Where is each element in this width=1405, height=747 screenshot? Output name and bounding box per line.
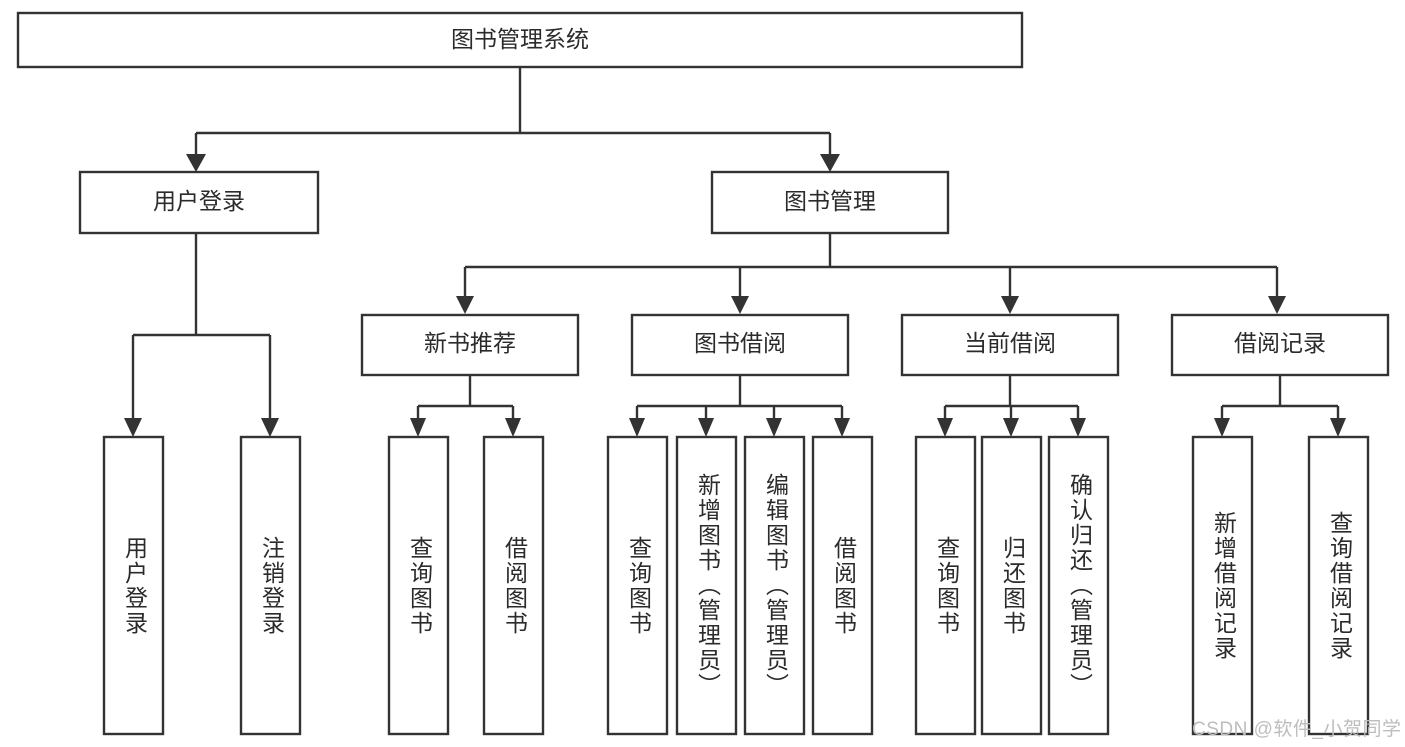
leaf-confirm-return-box[interactable] xyxy=(1047,435,1110,736)
node-book-manage[interactable]: 图书管理 xyxy=(710,170,950,235)
node-book-manage-label: 图书管理 xyxy=(784,188,876,214)
node-borrow-record[interactable]: 借阅记录 xyxy=(1170,313,1390,377)
leaf-query-book-1-box[interactable] xyxy=(387,435,450,736)
arrowhead-leaf-return-book xyxy=(1003,418,1019,437)
arrowhead-borrow-record xyxy=(1268,296,1286,314)
node-new-book-recommend-label: 新书推荐 xyxy=(424,330,516,356)
leaf-borrow-book-1-box[interactable] xyxy=(482,435,545,736)
arrowhead-leaf-query-book-2 xyxy=(629,418,645,437)
arrowhead-leaf-user-login xyxy=(124,418,142,437)
leaf-layer xyxy=(102,435,1370,736)
arrowhead-new-book-recommend xyxy=(456,296,474,314)
node-user-login[interactable]: 用户登录 xyxy=(78,170,320,235)
node-root[interactable]: 图书管理系统 xyxy=(16,11,1024,69)
node-book-manage-box[interactable] xyxy=(710,170,950,235)
leaf-query-book-3-box[interactable] xyxy=(914,435,977,736)
leaf-borrow-book-2-box[interactable] xyxy=(811,435,874,736)
leaf-return-book-box[interactable] xyxy=(980,435,1043,736)
node-book-borrow-box[interactable] xyxy=(630,313,850,377)
arrowhead-leaf-query-book-3 xyxy=(937,418,953,437)
leaf-add-book-box[interactable] xyxy=(675,435,738,736)
csdn-watermark: CSDN @软件_小贺同学 xyxy=(1192,719,1402,740)
arrowhead-leaf-borrow-book-2 xyxy=(834,418,850,437)
connector-layer xyxy=(124,67,1346,437)
node-new-book-recommend[interactable]: 新书推荐 xyxy=(360,313,580,377)
node-current-borrow-label: 当前借阅 xyxy=(964,330,1056,356)
node-new-book-recommend-box[interactable] xyxy=(360,313,580,377)
node-user-login-label: 用户登录 xyxy=(153,188,245,214)
arrowhead-leaf-query-record xyxy=(1330,418,1346,437)
arrowhead-leaf-add-record xyxy=(1214,418,1230,437)
node-current-borrow-box[interactable] xyxy=(900,313,1120,377)
arrowhead-leaf-borrow-book-1 xyxy=(505,418,521,437)
node-root-label: 图书管理系统 xyxy=(451,26,589,52)
arrowhead-leaf-user-logout xyxy=(261,418,279,437)
leaf-query-record-box[interactable] xyxy=(1307,435,1370,736)
arrowhead-leaf-query-book-1 xyxy=(410,418,426,437)
arrowhead-book-manage xyxy=(820,154,840,172)
arrowhead-leaf-add-book xyxy=(698,418,714,437)
arrowhead-leaf-edit-book xyxy=(766,418,782,437)
leaf-edit-book-box[interactable] xyxy=(743,435,806,736)
node-current-borrow[interactable]: 当前借阅 xyxy=(900,313,1120,377)
node-book-borrow-label: 图书借阅 xyxy=(694,330,786,356)
leaf-add-record-box[interactable] xyxy=(1191,435,1254,736)
arrowhead-current-borrow xyxy=(1001,296,1019,314)
node-borrow-record-box[interactable] xyxy=(1170,313,1390,377)
leaf-query-book-2-box[interactable] xyxy=(606,435,669,736)
leaf-user-login-box[interactable] xyxy=(102,435,165,736)
node-book-borrow[interactable]: 图书借阅 xyxy=(630,313,850,377)
leaf-user-logout-box[interactable] xyxy=(239,435,302,736)
node-borrow-record-label: 借阅记录 xyxy=(1234,330,1326,356)
node-user-login-box[interactable] xyxy=(78,170,320,235)
arrowhead-book-borrow xyxy=(731,296,749,314)
arrowhead-user-login xyxy=(186,154,206,172)
node-root-box[interactable] xyxy=(16,11,1024,69)
arrowhead-leaf-confirm-return xyxy=(1070,418,1086,437)
